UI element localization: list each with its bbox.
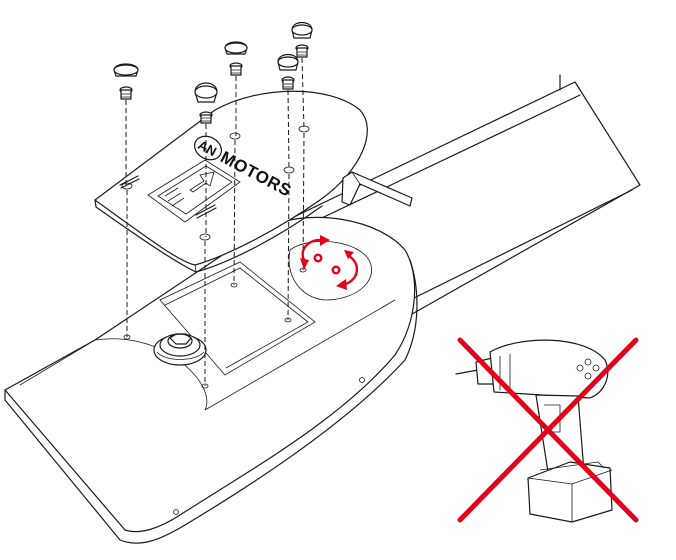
cover-plate (94, 90, 368, 273)
screw-icon (229, 62, 243, 76)
screw-icon (199, 111, 213, 124)
screw-icon (295, 44, 309, 58)
motor-housing (4, 74, 641, 544)
screw-cap-stack-4 (277, 53, 299, 90)
alignment-lines (125, 57, 305, 386)
screw-cap-stack-2 (194, 82, 218, 124)
screw-cap-stack-1 (113, 63, 139, 100)
screw-icon (119, 86, 133, 100)
rotation-arrow-icon (300, 235, 359, 290)
prohibited-cross-icon (457, 337, 639, 523)
hex-key-icon (341, 171, 413, 207)
screw-cap-stack-5 (291, 21, 313, 58)
screw-icon (281, 76, 295, 90)
cable-gland (153, 333, 207, 366)
power-drill-icon (455, 339, 613, 523)
screw-cap-stack-3 (224, 41, 248, 76)
